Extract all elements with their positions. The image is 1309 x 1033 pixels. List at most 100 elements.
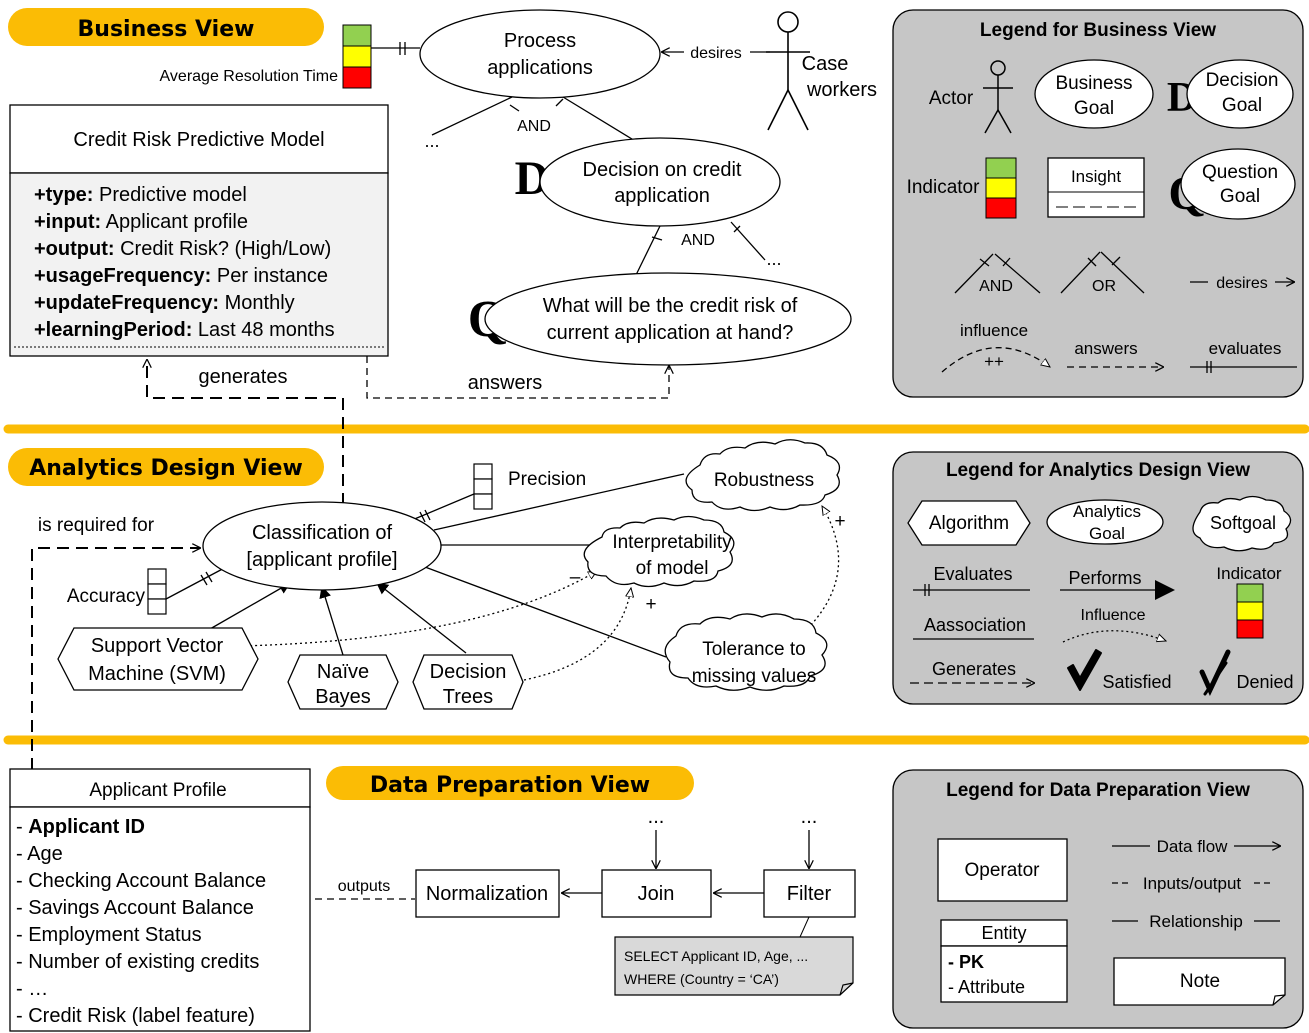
- credit-risk-question-goal: What will be the credit risk of current …: [484, 272, 852, 366]
- precision-indicator: [473, 463, 493, 510]
- legend-desires-link: desires: [1190, 275, 1294, 292]
- profile-attribute: - Number of existing credits: [16, 951, 259, 973]
- legend-softgoal-label: Softgoal: [1210, 513, 1276, 533]
- is-required-for-link: [31, 548, 200, 770]
- applicant-profile-title: Applicant Profile: [89, 780, 226, 801]
- evaluates-link-precision: [404, 493, 475, 524]
- legend-pk-label: - PK: [948, 952, 984, 972]
- decision-goal-line1: Decision on credit: [583, 159, 742, 181]
- model-attr: +input: Applicant profile: [34, 211, 248, 233]
- legend-analytics-view: Legend for Analytics Design View Algorit…: [892, 451, 1304, 705]
- tolerance-line1: Tolerance to: [702, 639, 806, 660]
- legend-plusplus-label: ++: [984, 352, 1004, 371]
- legend-and-icon: [954, 253, 1041, 294]
- legend-decision-goal-line2: Goal: [1222, 95, 1262, 116]
- legend-data-preparation-view: Legend for Data Preparation View Operato…: [892, 769, 1304, 1029]
- influence-minus-label: –: [570, 567, 581, 588]
- performs-link-dt: [376, 582, 467, 654]
- legend-desires-label: desires: [1216, 275, 1268, 292]
- filter-note: SELECT Applicant ID, Age, ... WHERE (Cou…: [614, 916, 854, 996]
- decision-trees-line2: Trees: [443, 686, 493, 708]
- legend-business-goal-line1: Business: [1055, 73, 1132, 94]
- robustness-label: Robustness: [714, 470, 814, 491]
- legend-answers-label: answers: [1074, 339, 1137, 358]
- ellipsis-left: ...: [424, 131, 439, 151]
- legend-business-view: Legend for Business View Actor Business …: [892, 9, 1304, 398]
- model-attr: +updateFrequency: Monthly: [34, 292, 295, 314]
- legend-influence-label: Influence: [1081, 607, 1146, 624]
- profile-attribute: - Age: [16, 843, 63, 865]
- answers-label: answers: [468, 372, 542, 394]
- legend-evaluates-link: [913, 584, 1030, 596]
- answers-link: [366, 356, 669, 399]
- banner-data-preparation-view: Data Preparation View: [326, 766, 694, 800]
- performs-link-svm: [209, 582, 292, 630]
- average-resolution-indicator: [342, 24, 372, 89]
- legend-decision-goal-line1: Decision: [1206, 70, 1279, 91]
- legend-indicator-label: Indicator: [907, 177, 981, 198]
- and-label-2: AND: [681, 232, 715, 249]
- process-applications-goal: Process applications: [419, 9, 661, 99]
- ellipsis-right: ...: [766, 249, 781, 269]
- decision-trees-algorithm: Decision Trees: [412, 654, 524, 710]
- influence-svm-interpretability: [239, 571, 597, 647]
- legend-insight-icon: Insight: [1047, 157, 1145, 218]
- influence-tolerance-robustness: [810, 506, 840, 626]
- legend-question-goal-line1: Question: [1202, 162, 1278, 183]
- evaluates-link-process: [371, 42, 420, 55]
- banner-analytics-view: Analytics Design View: [8, 448, 324, 486]
- legend-relationship-label: Relationship: [1149, 912, 1243, 931]
- case-workers-line1: Case: [802, 53, 849, 75]
- legend-inputs-output-label: Inputs/output: [1143, 874, 1242, 893]
- influence-dt-interpretability: [523, 588, 631, 681]
- profile-attribute: - Employment Status: [16, 924, 202, 946]
- join-label: Join: [638, 883, 675, 905]
- model-attr: +type: Predictive model: [34, 184, 247, 206]
- banner-business-view: Business View: [8, 8, 324, 46]
- legend-attribute-label: - Attribute: [948, 977, 1025, 997]
- ellipsis-join: ...: [648, 806, 665, 828]
- avg-resolution-label: Average Resolution Time: [160, 68, 339, 85]
- naive-bayes-algorithm: Naïve Bayes: [287, 654, 399, 710]
- profile-attribute: - …: [16, 978, 48, 1000]
- note-line1: SELECT Applicant ID, Age, ...: [624, 948, 808, 964]
- legend-question-goal-line2: Goal: [1220, 186, 1260, 207]
- applicant-profile-entity: Applicant Profile - Applicant ID - Age -…: [9, 768, 311, 1032]
- outputs-label: outputs: [338, 878, 390, 895]
- checkmark-icon: [1067, 649, 1102, 691]
- legend-satisfied-label: Satisfied: [1102, 672, 1171, 692]
- robustness-softgoal: Robustness: [685, 439, 841, 512]
- case-workers-actor-icon: [766, 11, 810, 131]
- legend-influence-link: [1062, 630, 1166, 643]
- legend-analytics-indicator-icon: [1236, 583, 1264, 639]
- ellipsis-filter: ...: [801, 806, 818, 828]
- legend-data-flow-label: Data flow: [1157, 837, 1229, 856]
- filter-label: Filter: [787, 883, 832, 905]
- classification-analytics-goal: Classification of [applicant profile]: [202, 501, 442, 591]
- profile-attribute: - Credit Risk (label feature): [16, 1005, 255, 1027]
- decision-on-credit-goal: Decision on credit application: [539, 137, 781, 227]
- banner-business-label: Business View: [78, 17, 255, 42]
- legend-or-label: OR: [1092, 278, 1116, 295]
- legend-evaluates-label: evaluates: [1209, 339, 1282, 358]
- classification-line1: Classification of: [252, 522, 393, 544]
- legend-indicator-label: Indicator: [1216, 564, 1282, 583]
- legend-evaluates-label: Evaluates: [933, 564, 1012, 584]
- performs-link-nb: [319, 585, 344, 656]
- desires-label: desires: [690, 45, 742, 62]
- legend-generates-label: Generates: [932, 659, 1016, 679]
- legend-operator-label: Operator: [965, 860, 1041, 881]
- case-workers-line2: workers: [806, 79, 877, 101]
- banner-data-label: Data Preparation View: [370, 773, 650, 798]
- legend-entity-label: Entity: [981, 923, 1026, 943]
- legend-influence-label: influence: [960, 321, 1028, 340]
- banner-analytics-label: Analytics Design View: [29, 456, 303, 481]
- decision-goal-line2: application: [614, 185, 710, 207]
- legend-or-icon: [1060, 251, 1145, 294]
- model-attr: +learningPeriod: Last 48 months: [34, 319, 335, 341]
- tolerance-softgoal: Tolerance to missing values: [664, 613, 828, 691]
- legend-business-title: Legend for Business View: [980, 20, 1216, 41]
- join-operator: Join: [601, 869, 712, 918]
- influence-plus-label-1: +: [645, 594, 656, 615]
